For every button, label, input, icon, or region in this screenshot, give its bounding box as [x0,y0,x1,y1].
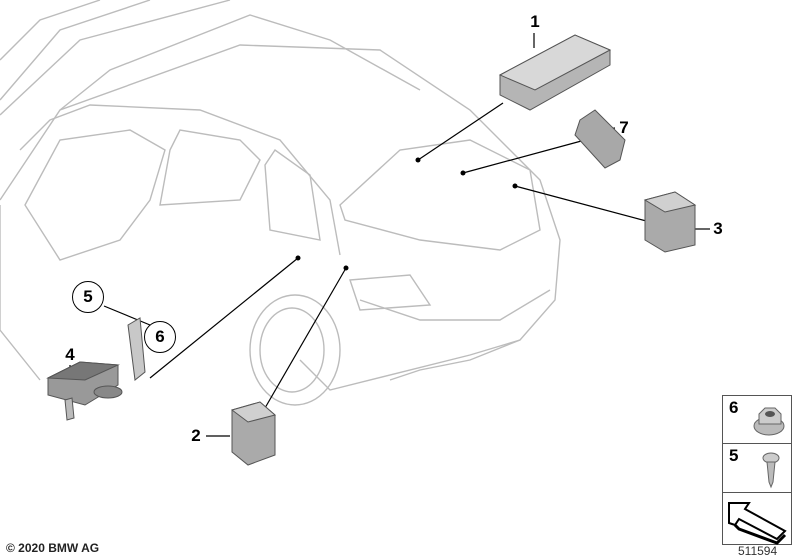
callout-5[interactable]: 5 [72,281,104,313]
screw-icon [762,452,780,489]
vehicle-outline [0,0,561,406]
fastener-legend: 6 5 [722,395,792,545]
part-4-control-unit-with-bracket [46,317,146,421]
legend-number: 5 [729,446,739,465]
callout-1[interactable]: 1 [530,12,540,31]
legend-number: 6 [729,398,739,417]
legend-row-nut[interactable]: 6 [723,396,791,444]
diagram-number: 511594 [738,544,778,558]
legend-row-direction [723,493,791,545]
part-2-control-unit [230,401,277,466]
leader-lines [69,33,710,437]
copyright: © 2020 BMW AG [6,541,100,555]
part-7-control-unit [574,109,626,169]
collar-nut-icon [753,407,785,436]
callout-6[interactable]: 6 [144,321,176,353]
direction-arrow-icon [728,502,787,545]
part-3-control-unit [643,191,697,253]
callout-7[interactable]: 7 [619,118,629,137]
callout-3[interactable]: 3 [713,219,723,238]
legend-row-screw[interactable]: 5 [723,444,791,493]
part-1-control-unit [498,34,612,111]
callout-4[interactable]: 4 [65,345,75,364]
leader-dots [295,157,518,271]
callout-2[interactable]: 2 [191,426,201,445]
